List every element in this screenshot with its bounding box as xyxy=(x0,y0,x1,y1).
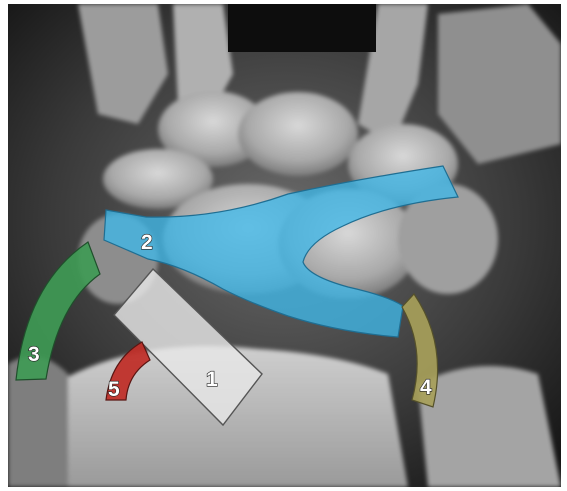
label-1: 1 xyxy=(206,368,218,391)
wrist-xray-image: 1 2 3 4 5 xyxy=(8,4,561,487)
xray-frame: 1 2 3 4 5 xyxy=(8,4,561,487)
label-4: 4 xyxy=(420,376,432,399)
redaction-box xyxy=(228,4,376,52)
label-2: 2 xyxy=(141,231,153,254)
label-3: 3 xyxy=(28,343,40,366)
label-5: 5 xyxy=(108,378,120,401)
